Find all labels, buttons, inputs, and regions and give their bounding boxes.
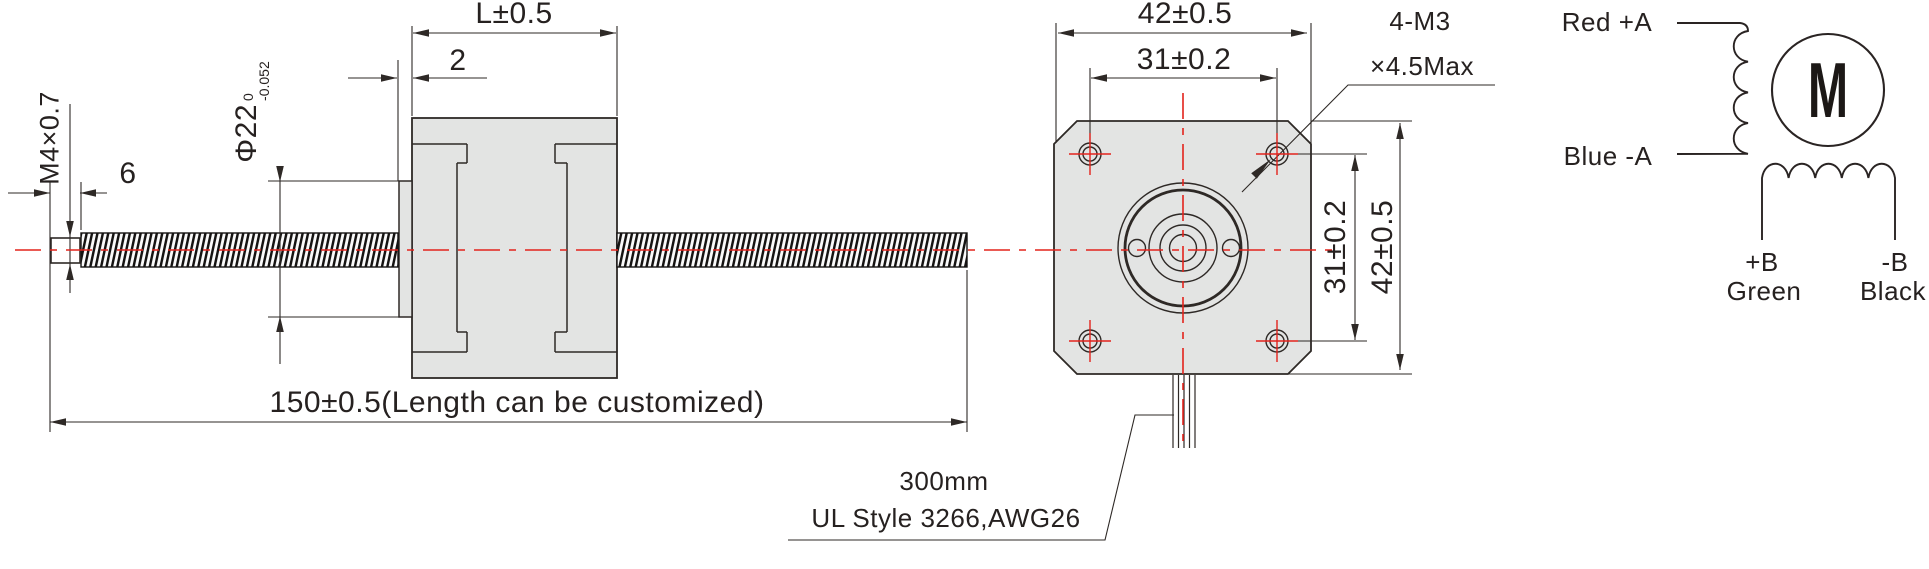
phase-a-coil <box>1676 22 1749 155</box>
phase-b-negative-color-label: Black <box>1859 276 1927 306</box>
dim-hole-spacing-h-label: 31±0.2 <box>1136 43 1232 76</box>
tolerance-lower: -0.052 <box>256 61 272 101</box>
phase-b-coil <box>1761 162 1896 240</box>
dim-hole-spacing-v-label: 31±0.2 <box>1319 199 1352 295</box>
phase-a-negative-label: Blue -A <box>1563 141 1653 171</box>
dim-tip-length-label: 6 <box>119 157 137 190</box>
front-boss <box>398 180 413 318</box>
motor-body-detail-lines <box>412 143 617 353</box>
dim-motor-length-label: L±0.5 <box>475 0 553 30</box>
phase-b-positive-color-label: Green <box>1726 276 1802 306</box>
dim-face-width-label: 42±0.5 <box>1137 0 1233 30</box>
motor-symbol-letter: M <box>1808 46 1848 134</box>
side-view-dimensions <box>8 26 968 432</box>
face-vent-hole-right <box>1221 238 1241 258</box>
face-vent-hole-left <box>1127 238 1147 258</box>
lead-screw-thread-right <box>616 232 968 268</box>
dim-overall-length-label: 150±0.5(Length can be customized) <box>269 386 765 419</box>
tolerance-upper: 0 <box>239 93 256 101</box>
front-view-arrowheads <box>1058 29 1404 370</box>
lead-wires <box>1172 375 1196 448</box>
front-view-dimensions <box>788 23 1495 541</box>
mount-hole-note-line2: ×4.5Max <box>1370 51 1474 81</box>
wiring-schematic: M <box>1676 22 1896 240</box>
phase-b-positive-pin-label: +B <box>1745 247 1779 277</box>
side-view-arrowheads <box>34 29 967 426</box>
motor-symbol-circle <box>1770 32 1886 148</box>
dim-tip-thread-label: M4×0.7 <box>34 91 65 185</box>
side-view <box>50 117 968 379</box>
dim-face-height-label: 42±0.5 <box>1366 199 1399 295</box>
phase-a-positive-label: Red +A <box>1561 7 1653 37</box>
cable-length-label: 300mm <box>899 466 989 496</box>
dim-boss-diameter-value: Φ22 <box>229 103 263 163</box>
dim-boss-protrusion-label: 2 <box>449 44 467 77</box>
cable-spec-label: UL Style 3266,AWG26 <box>811 503 1081 533</box>
dim-boss-diameter-tolerance: 0-0.052 <box>240 61 272 101</box>
mount-hole-crosshairs <box>1069 133 1298 362</box>
mount-hole-note-line1: 4-M3 <box>1389 6 1451 36</box>
centerlines <box>15 93 1338 450</box>
motor-body-side <box>411 117 618 379</box>
phase-b-negative-pin-label: -B <box>1881 247 1909 277</box>
